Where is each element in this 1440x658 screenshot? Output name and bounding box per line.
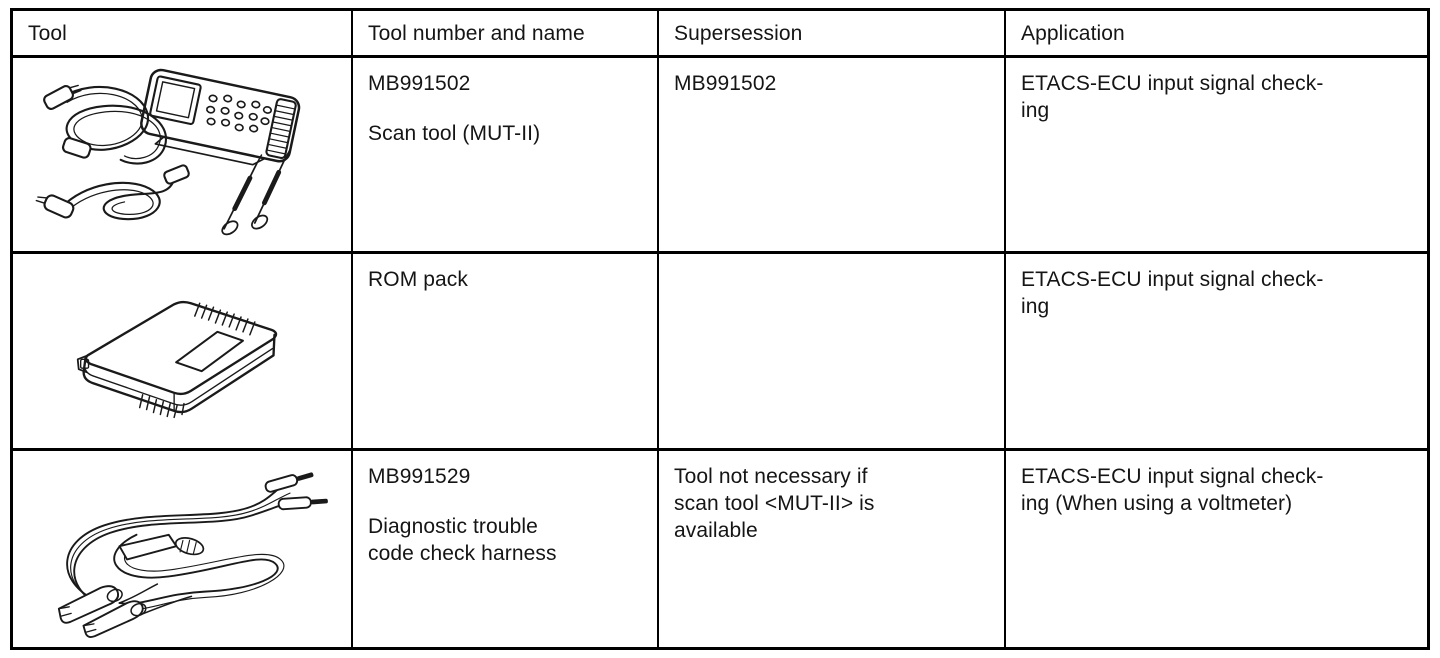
tool-name: Diagnostic trouble code check harness: [368, 515, 557, 565]
tool-number: MB991502: [368, 72, 471, 95]
header-cell-application: Application: [1006, 11, 1427, 58]
rom-pack-line-art-icon: [76, 300, 278, 419]
header-cell-tool: Tool: [13, 11, 353, 58]
row2-supersession-cell: [659, 254, 1006, 451]
application-text: ETACS-ECU input signal check- ing (When …: [1021, 465, 1324, 515]
row3-tool-illustration-cell: [13, 451, 353, 647]
row2-tool-illustration-cell: [13, 254, 353, 451]
row2-tool-number-name-cell: ROM pack: [353, 254, 659, 451]
row3-supersession-cell: Tool not necessary if scan tool <MUT-II>…: [659, 451, 1006, 647]
tool-name: ROM pack: [368, 268, 468, 291]
row1-tool-number-name-cell: MB991502 Scan tool (MUT-II): [353, 58, 659, 254]
application-text: ETACS-ECU input signal check- ing: [1021, 72, 1324, 122]
application-text: ETACS-ECU input signal check- ing: [1021, 268, 1324, 318]
row1-tool-illustration-cell: [13, 58, 353, 254]
tool-number: MB991529: [368, 465, 471, 488]
row1-supersession-cell: MB991502: [659, 58, 1006, 254]
diagnostic-harness-line-art-icon: [57, 472, 328, 638]
row2-application-cell: ETACS-ECU input signal check- ing: [1006, 254, 1427, 451]
header-cell-tool-number-and-name: Tool number and name: [353, 11, 659, 58]
tool-name: Scan tool (MUT-II): [368, 122, 541, 145]
supersession-text: MB991502: [674, 72, 777, 95]
header-cell-supersession: Supersession: [659, 11, 1006, 58]
supersession-text: Tool not necessary if scan tool <MUT-II>…: [674, 465, 875, 542]
row3-tool-number-name-cell: MB991529 Diagnostic trouble code check h…: [353, 451, 659, 647]
special-tools-table: Tool Tool number and name Supersession A…: [10, 8, 1430, 650]
scan-tool-kit-line-art-icon: [35, 68, 301, 235]
row3-application-cell: ETACS-ECU input signal check- ing (When …: [1006, 451, 1427, 647]
row1-application-cell: ETACS-ECU input signal check- ing: [1006, 58, 1427, 254]
